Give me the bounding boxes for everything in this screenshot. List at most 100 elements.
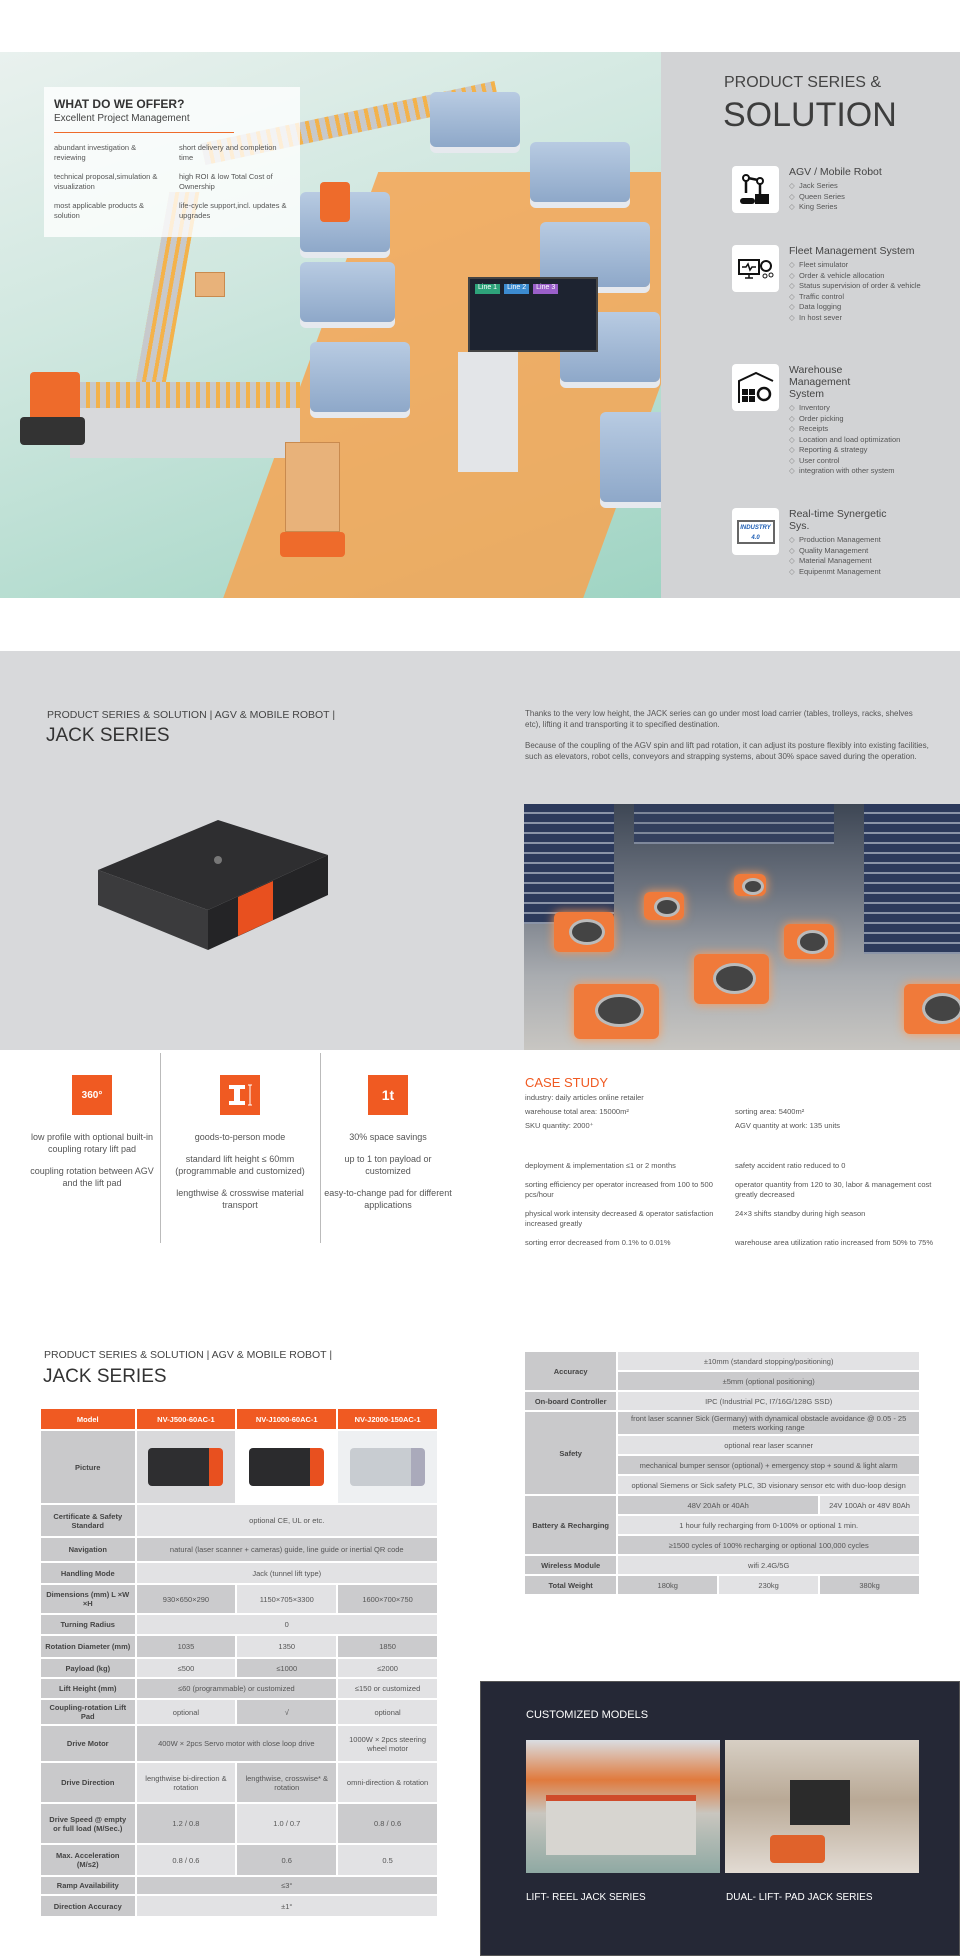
offer-item: short delivery and completion time <box>179 143 277 162</box>
offer-subtitle: Excellent Project Management <box>54 113 190 124</box>
table-cell: √ <box>237 1700 337 1724</box>
breadcrumb: PRODUCT SERIES & SOLUTION | AGV & MOBILE… <box>47 709 336 721</box>
table-row: Lift Height (mm)≤60 (programmable) or cu… <box>41 1679 437 1698</box>
divider <box>54 132 234 133</box>
warehouse-illustration: Line 1 Line 2 Line 3 <box>0 52 661 598</box>
one-ton-icon: 1t <box>368 1075 408 1115</box>
screen-line-label: Line 3 <box>533 284 559 294</box>
product-picture <box>338 1431 437 1503</box>
line-status-screen: Line 1 Line 2 Line 3 <box>468 277 598 352</box>
robot-image <box>350 1448 426 1486</box>
table-cell: mechanical bumper sensor (optional) + em… <box>618 1456 919 1474</box>
one-ton-label: 1t <box>381 1087 395 1103</box>
product-picture <box>136 1431 236 1503</box>
customized-models: CUSTOMIZED MODELS LIFT- REEL JACK SERIES… <box>480 1681 960 1956</box>
table-cell: 0.5 <box>338 1845 437 1875</box>
table-cell: lengthwise bi-direction & rotation <box>136 1763 236 1802</box>
table-cell: 1.0 / 0.7 <box>237 1804 337 1843</box>
feature-text: lengthwise & crosswise material transpor… <box>176 1188 304 1210</box>
solution-title-line2: SOLUTION <box>723 96 897 134</box>
table-row: Payload (kg)≤500≤1000≤2000 <box>41 1659 437 1677</box>
robot-image <box>148 1448 224 1486</box>
table-row: optional rear laser scanner <box>525 1436 919 1454</box>
table-cell: ≤150 or customized <box>338 1679 437 1698</box>
industry-4-icon: INDUSTRY 4.0 <box>732 508 779 555</box>
customized-title: CUSTOMIZED MODELS <box>526 1709 649 1721</box>
column-header: Model <box>41 1409 135 1429</box>
table-cell: ≤1000 <box>237 1659 337 1677</box>
warehouse-agv-photo <box>524 804 960 1050</box>
model-name: NV-J2000-150AC-1 <box>338 1409 437 1429</box>
row-label: Ramp Availability <box>41 1877 135 1894</box>
table-row: 1 hour fully recharging from 0-100% or o… <box>525 1516 919 1534</box>
screen-line-label: Line 2 <box>504 284 530 294</box>
model-caption: LIFT- REEL JACK SERIES <box>526 1892 646 1903</box>
table-cell: 1000W × 2pcs steering wheel motor <box>338 1726 437 1761</box>
table-row: Picture <box>41 1431 437 1503</box>
case-study: CASE STUDY industry: daily articles onli… <box>525 1075 945 1248</box>
row-label: Drive Speed @ empty or full load (M/Sec.… <box>41 1804 135 1843</box>
row-label: Safety <box>525 1412 617 1494</box>
service-title: Fleet Management System <box>789 245 915 257</box>
feature-lift: goods-to-person mode standard lift heigh… <box>175 1075 305 1221</box>
service-item: In host sever <box>789 313 949 324</box>
service-item: Equipenmt Management <box>789 567 949 578</box>
service-item: integration with other system <box>789 466 949 477</box>
feature-text: coupling rotation between AGV and the li… <box>30 1166 154 1188</box>
service-item: User control <box>789 456 949 467</box>
table-row: Direction Accuracy±1° <box>41 1896 437 1916</box>
table-cell: 230kg <box>719 1576 819 1594</box>
table-cell: 380kg <box>820 1576 919 1594</box>
row-label: Dimensions (mm) L ×W ×H <box>41 1585 135 1613</box>
intro-paragraph: Because of the coupling of the AGV spin … <box>525 741 929 761</box>
table-cell: 400W × 2pcs Servo motor with close loop … <box>136 1726 337 1761</box>
row-label: Rotation Diameter (mm) <box>41 1636 135 1657</box>
row-label: Certificate & Safety Standard <box>41 1505 135 1536</box>
service-item: Traffic control <box>789 292 949 303</box>
table-cell: ≥1500 cycles of 100% recharging or optio… <box>618 1536 919 1554</box>
table-cell: lengthwise, crosswise* & rotation <box>237 1763 337 1802</box>
offer-item: most applicable products & solution <box>54 201 145 220</box>
table-row: Accuracy±10mm (standard stopping/positio… <box>525 1352 919 1390</box>
table-cell: ±10mm (standard stopping/positioning) <box>618 1352 919 1370</box>
service-item: Order & vehicle allocation <box>789 271 949 282</box>
service-item: King Series <box>789 202 949 213</box>
table-cell: Jack (tunnel lift type) <box>136 1563 437 1583</box>
table-cell: 1.2 / 0.8 <box>136 1804 236 1843</box>
row-label: Total Weight <box>525 1576 617 1594</box>
table-cell: 1850 <box>338 1636 437 1657</box>
feature-text: up to 1 ton payload or customized <box>344 1154 432 1176</box>
table-cell: 1600×700×750 <box>338 1585 437 1613</box>
table-cell: 0.6 <box>237 1845 337 1875</box>
product-picture <box>237 1431 337 1503</box>
service-title: Warehouse Management System <box>789 364 851 400</box>
service-item: Data logging <box>789 302 949 313</box>
service-item: Reporting & strategy <box>789 445 949 456</box>
page-title: JACK SERIES <box>43 1366 167 1387</box>
spec-table-extra: Accuracy±10mm (standard stopping/positio… <box>523 1350 921 1596</box>
table-cell: 180kg <box>618 1576 718 1594</box>
intro-paragraph: Thanks to the very low height, the JACK … <box>525 709 913 729</box>
row-label: Drive Motor <box>41 1726 135 1761</box>
industry-4-label: INDUSTRY 4.0 <box>736 519 775 544</box>
table-cell: ≤500 <box>136 1659 236 1677</box>
table-cell: ±1° <box>136 1896 437 1916</box>
model-caption: DUAL- LIFT- PAD JACK SERIES <box>726 1892 873 1903</box>
offer-item: high ROI & low Total Cost of Ownership <box>179 172 273 191</box>
case-result: deployment & implementation ≤1 or 2 mont… <box>525 1161 676 1170</box>
service-item: Production Management <box>789 535 949 546</box>
service-item: Material Management <box>789 556 949 567</box>
feature-payload: 1t 30% space savings up to 1 ton payload… <box>323 1075 453 1221</box>
feature-text: 30% space savings <box>349 1132 427 1142</box>
table-cell: 48V 20Ah or 40Ah <box>618 1496 819 1514</box>
case-fact: warehouse total area: 15000m² <box>525 1107 629 1116</box>
offer-item: abundant investigation & reviewing <box>54 143 137 162</box>
table-row: ±5mm (optional positioning) <box>525 1372 919 1390</box>
case-result: operator quantity from 120 to 30, labor … <box>735 1180 932 1199</box>
